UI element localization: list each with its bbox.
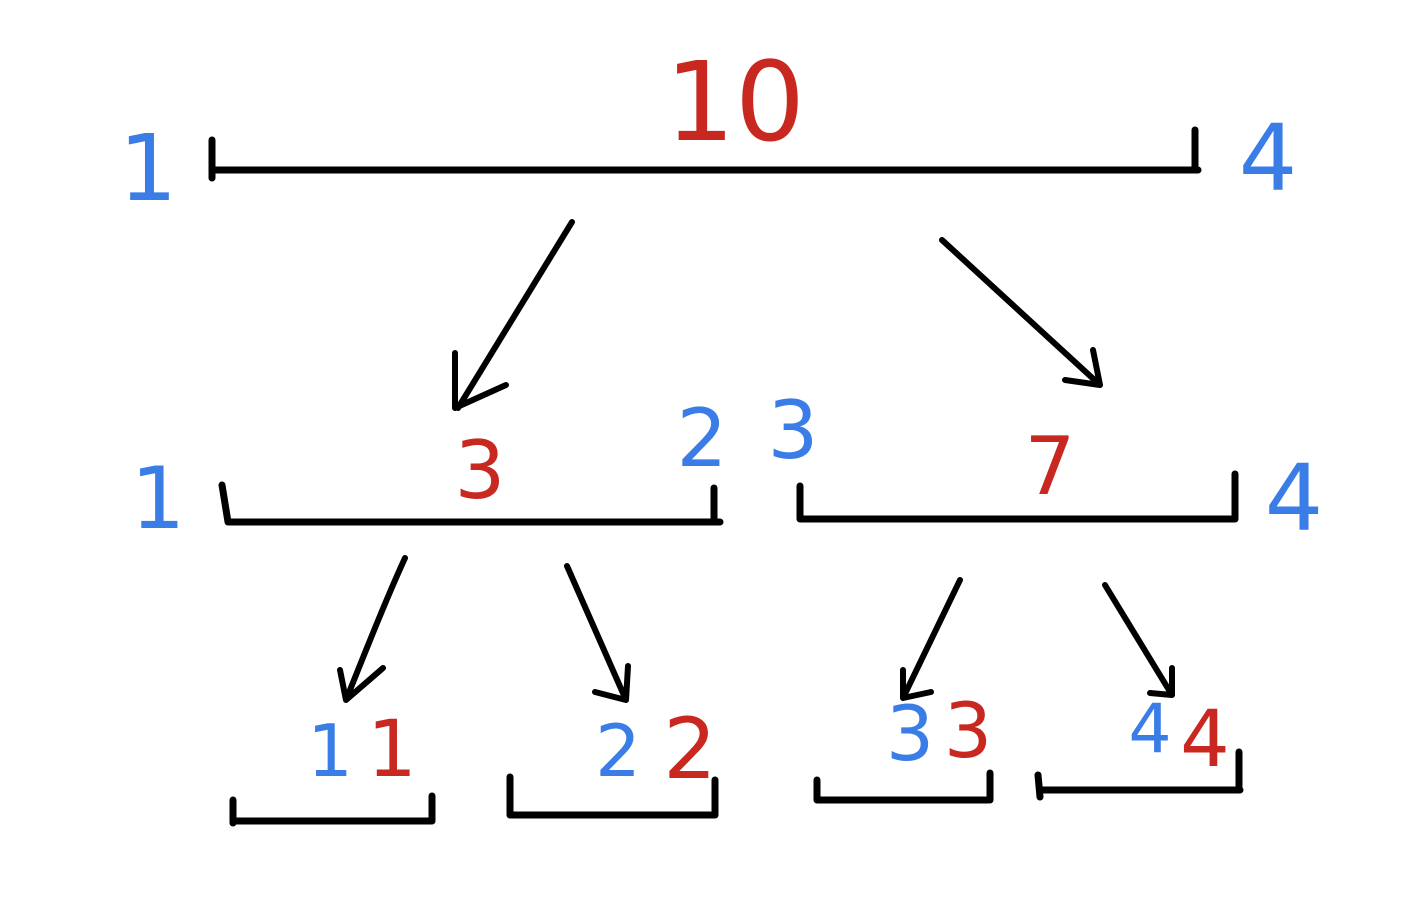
arrow-root-to-left (452, 219, 575, 411)
leaf-1-sum: 1 (367, 705, 417, 795)
level1-right-bracket (796, 470, 1239, 523)
level1-right-left-index: 3 (768, 384, 819, 477)
leaf-3-sum: 3 (944, 686, 992, 775)
level1-left-bracket (218, 481, 724, 526)
leaf-4-bracket (1034, 748, 1244, 801)
arrow-left-to-leaf1 (337, 555, 408, 703)
level1-left-right-index: 2 (677, 392, 728, 485)
level1-right-sum: 7 (1025, 420, 1076, 513)
leaf-node-4: 4 4 (1034, 690, 1244, 801)
leaf-node-3: 3 3 (813, 686, 994, 804)
arrow-right-to-leaf4 (1102, 582, 1175, 698)
leaf-4-sum: 4 (1180, 695, 1230, 785)
root-right-index: 4 (1239, 105, 1298, 212)
leaf-4-index: 4 (1128, 690, 1171, 769)
level1-right-right-index: 4 (1265, 445, 1324, 552)
root-sum: 10 (665, 38, 805, 166)
leaf-node-1: 1 1 (229, 705, 436, 827)
leaf-2-bracket (506, 773, 719, 819)
leaf-node-2: 2 2 (506, 700, 719, 819)
level1-left-left-index: 1 (131, 449, 186, 549)
leaf-1-bracket (229, 792, 436, 827)
leaf-1-index: 1 (307, 709, 353, 793)
root-node: 1 4 10 (119, 38, 1298, 222)
leaf-3-bracket (813, 769, 994, 804)
level1-right-node: 3 4 7 (768, 384, 1324, 552)
level1-left-sum: 3 (455, 424, 506, 517)
arrow-left-to-leaf2 (564, 563, 631, 703)
arrow-root-to-right (939, 237, 1103, 388)
arrow-right-to-leaf3 (900, 577, 963, 701)
level1-left-node: 1 2 3 (131, 392, 728, 549)
leaf-2-index: 2 (595, 709, 641, 793)
leaf-3-index: 3 (886, 689, 934, 778)
root-interval-bracket (208, 126, 1202, 182)
leaf-2-sum: 2 (663, 700, 716, 798)
root-left-index: 1 (119, 115, 178, 222)
